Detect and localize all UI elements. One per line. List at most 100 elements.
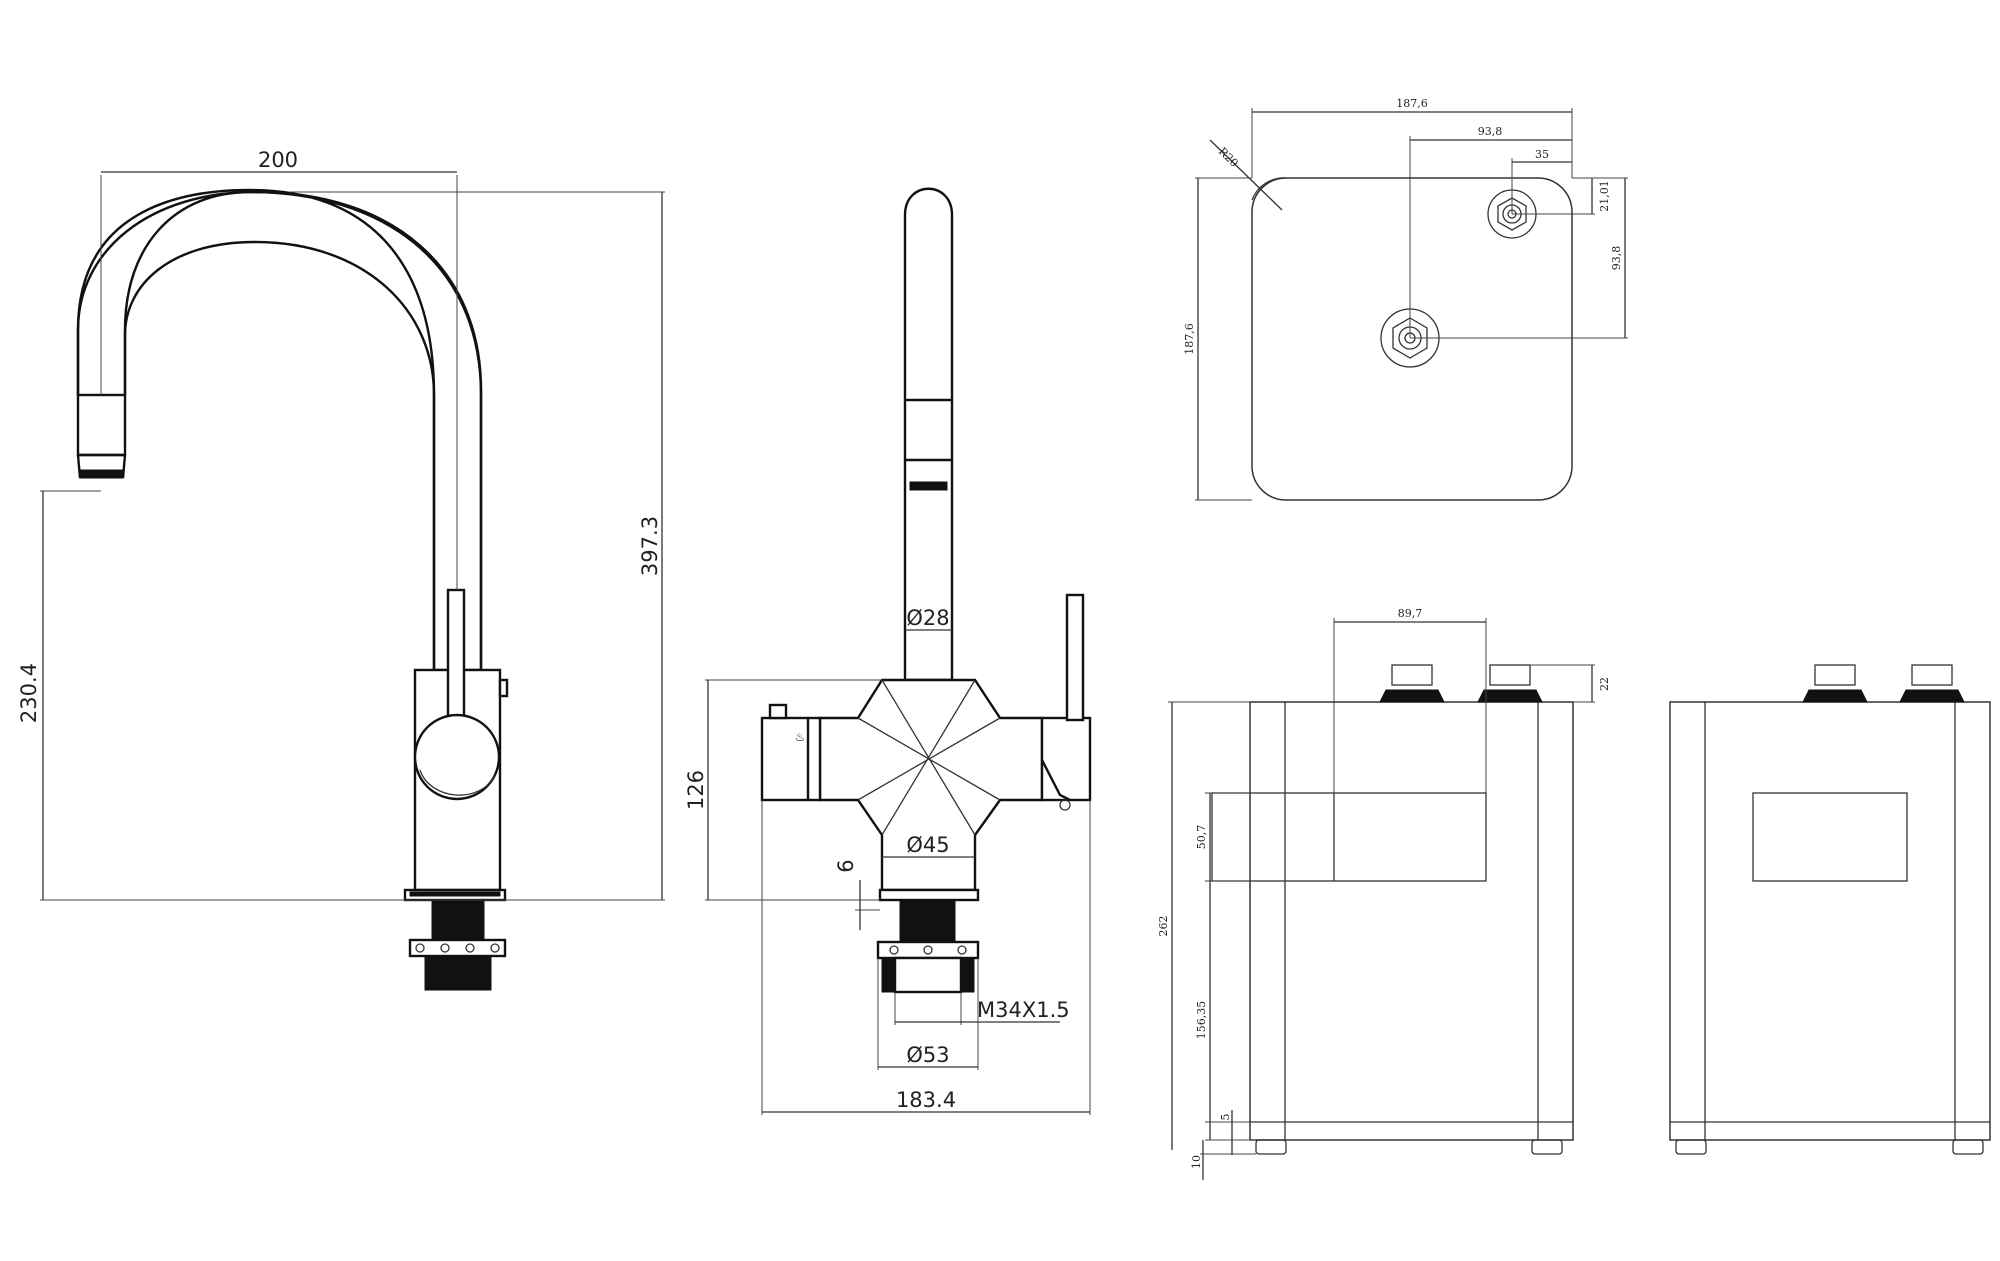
nut-bolt (889, 945, 899, 955)
port-right (1477, 664, 1543, 703)
tank-foot (1531, 1139, 1563, 1155)
dim-label-depth: 187,6 (1183, 323, 1196, 355)
spout-arc (76, 188, 483, 672)
lever-hinge (1040, 759, 1071, 802)
dim-label-height: 397.3 (638, 516, 662, 576)
dim-panel-height: 50,7 (1195, 792, 1250, 882)
dim-label-panel-height: 50,7 (1195, 825, 1208, 850)
tip-edge-right (121, 454, 127, 479)
nut-bolt (490, 943, 500, 953)
front-aerator (909, 481, 948, 491)
dim-label-top-width: 187,6 (1396, 97, 1428, 110)
port-right (1899, 664, 1965, 703)
dim-label-port-y: 21,01 (1598, 180, 1611, 212)
dim-body-45: Ø45 (882, 833, 975, 858)
port-left (1802, 664, 1868, 703)
dim-foot-height: 10 (1190, 1140, 1256, 1180)
dim-depth-center: 93,8 (1410, 177, 1628, 339)
lever-pivot (1059, 799, 1071, 811)
tank-front-outline (1249, 701, 1574, 1141)
spout-inner (123, 240, 436, 670)
thread-shank (431, 899, 485, 941)
spout-tip (76, 393, 127, 457)
kettle-icon: ♨ (795, 730, 806, 744)
front-nut (876, 940, 980, 960)
dim-label-base: Ø53 (906, 1043, 949, 1067)
dim-label-spout: 230.4 (17, 663, 41, 723)
dim-base-gap: 5 (1205, 1110, 1256, 1155)
dim-thread: M34X1.5 (894, 992, 1070, 1025)
front-shank (899, 899, 956, 943)
thread-inner (893, 956, 963, 994)
dim-width-183: 183.4 (761, 800, 1091, 1115)
port-left (1379, 664, 1445, 703)
dim-label-foot-height: 10 (1190, 1155, 1203, 1169)
lower-shank (424, 955, 492, 991)
nut-bolt (465, 943, 475, 953)
cross-facets (857, 679, 1001, 836)
front-spout (903, 187, 954, 682)
tank-back-panel (1752, 792, 1908, 882)
tank-top-outline (1251, 177, 1573, 501)
dim-label-body-height: 126 (684, 770, 708, 810)
tank-top-view: 187,6 93,8 35 R20 21,01 93,8 (1183, 97, 1628, 501)
lever-knob-shade (419, 769, 496, 796)
dim-width-200: 200 (100, 148, 458, 590)
nut-bolt (440, 943, 450, 953)
body-button (498, 678, 509, 698)
faucet-front-view: ♨ Ø28 Ø45 126 (684, 187, 1092, 1115)
dim-label-width: 200 (258, 148, 298, 172)
right-lever (1065, 593, 1085, 722)
lever-knob (413, 713, 501, 801)
faucet-side-view: 200 397.3 230.4 (17, 148, 665, 991)
right-handle-block (1040, 716, 1092, 802)
dim-gap-6: 6 (834, 859, 880, 930)
dim-label-port-offset: 35 (1535, 148, 1549, 161)
tank-front-panel (1211, 792, 1487, 882)
dim-base-53: Ø53 (877, 958, 979, 1070)
nut-bolt (415, 943, 425, 953)
dim-spout-230: 230.4 (17, 490, 665, 901)
cross-body (818, 678, 1044, 892)
tank-foot (1952, 1139, 1984, 1155)
dim-panel-width: 89,7 (1333, 607, 1487, 793)
left-cartridge (760, 716, 822, 802)
tank-back-view (1669, 664, 1991, 1155)
base-ring-dark (409, 891, 501, 897)
dim-label-base-gap: 5 (1219, 1114, 1232, 1121)
tank-front-view: 89,7 22 50,7 262 156,35 5 (1157, 607, 1611, 1180)
dim-label-body: Ø45 (906, 833, 949, 857)
dim-port-y: 21,01 (1512, 177, 1611, 215)
left-button (768, 703, 788, 720)
tank-foot (1675, 1139, 1707, 1155)
dim-label-pipe: Ø28 (906, 606, 949, 630)
dim-port-offset: 35 (1511, 148, 1572, 214)
tip-edge-left (76, 454, 82, 479)
dim-label-port-height: 22 (1598, 677, 1611, 691)
front-base-ring (878, 888, 980, 902)
nut-bolt (923, 945, 933, 955)
dim-tank-height: 262 (1157, 701, 1250, 1150)
dim-label-depth-center: 93,8 (1610, 246, 1623, 271)
tank-back-outline (1669, 701, 1991, 1141)
dim-label-tank-height: 262 (1157, 916, 1170, 937)
dim-height-397: 397.3 (290, 191, 665, 900)
dim-label-center-offset: 93,8 (1478, 125, 1503, 138)
dim-label-panel-width: 89,7 (1398, 607, 1423, 620)
dim-port-height: 22 (1530, 664, 1611, 703)
dim-label-front-width: 183.4 (896, 1088, 956, 1112)
aerator (79, 469, 124, 479)
dim-label-gap: 6 (834, 859, 858, 872)
dim-height-126: 126 (684, 679, 882, 901)
dim-center-offset: 93,8 (1409, 125, 1572, 338)
dim-top-width: 187,6 (1251, 97, 1573, 178)
dim-panel-bottom: 156,35 (1195, 881, 1211, 1140)
dim-label-thread: M34X1.5 (977, 998, 1070, 1022)
spout-outer (76, 190, 483, 670)
dim-pipe-28: Ø28 (905, 606, 952, 631)
tank-foot (1255, 1139, 1287, 1155)
dim-label-panel-bottom: 156,35 (1195, 1001, 1208, 1040)
dim-depth: 187,6 (1183, 177, 1252, 501)
nut-bolt (957, 945, 967, 955)
